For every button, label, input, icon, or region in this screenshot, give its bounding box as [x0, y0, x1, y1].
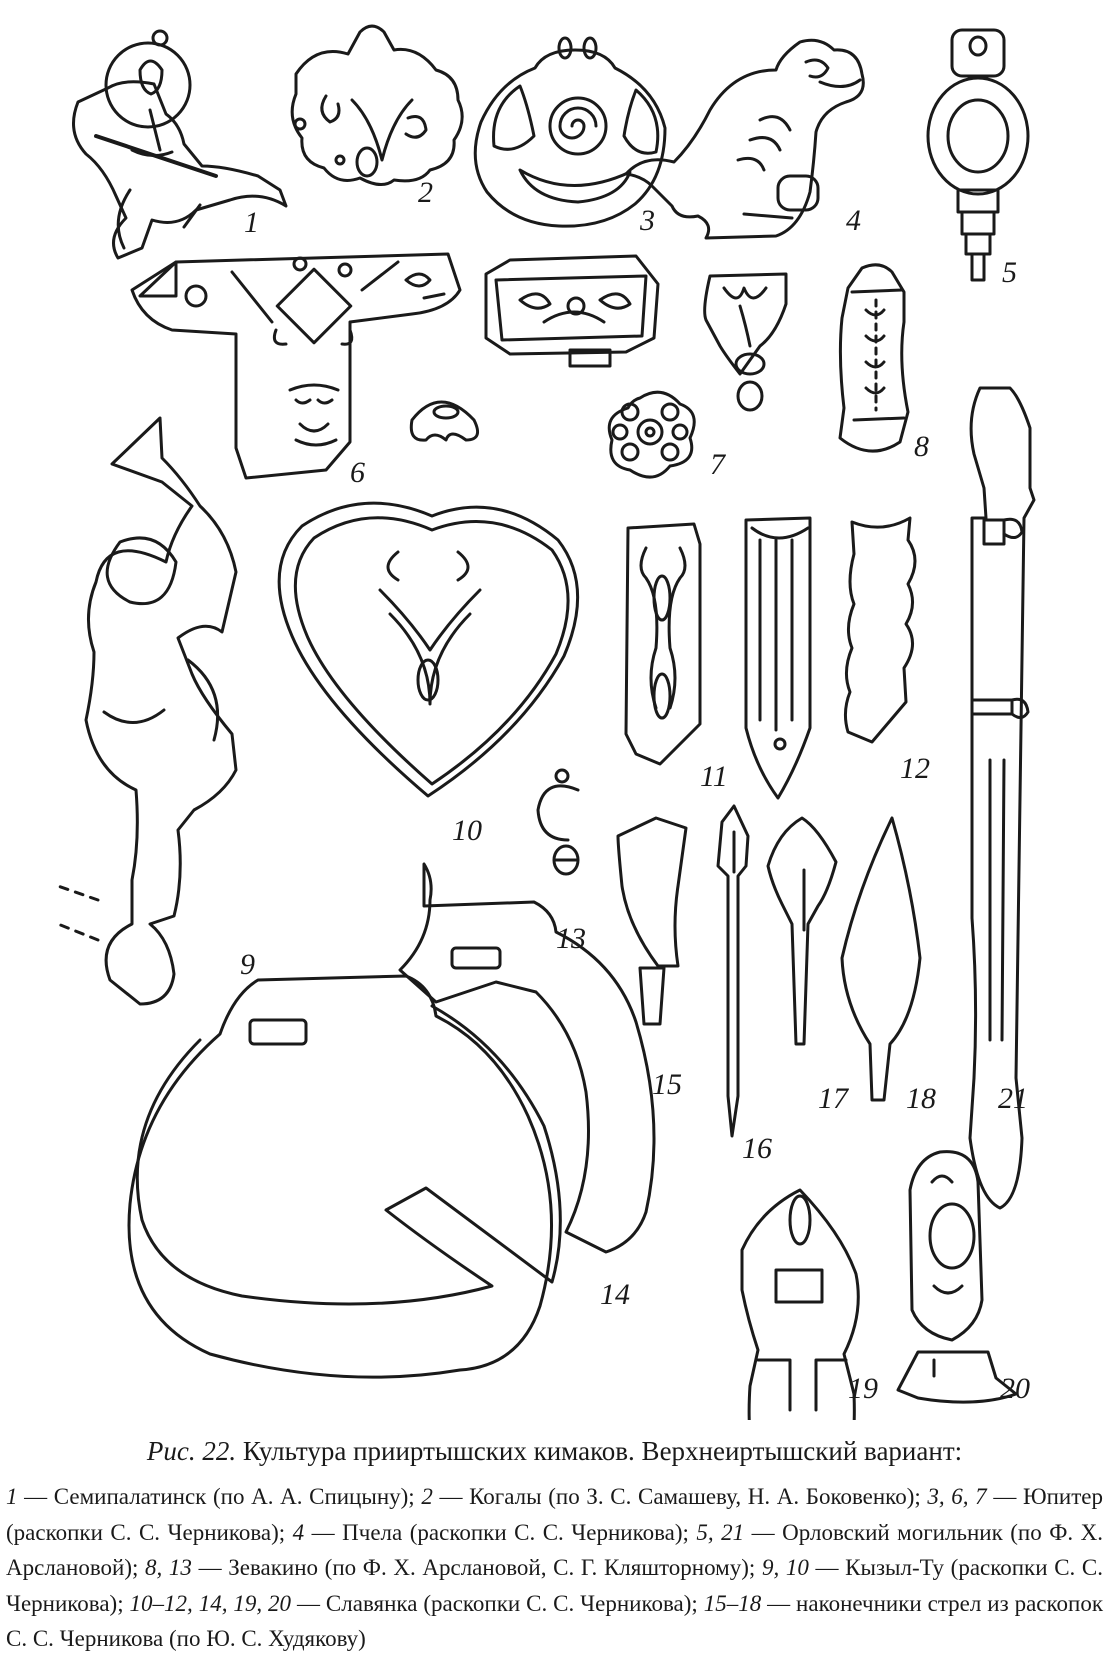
artifact-7-rosette	[607, 390, 696, 479]
figure-caption: Рис. 22. Культура прииртышских кимаков. …	[0, 1433, 1109, 1657]
artifact-15-arrowhead	[616, 816, 688, 1026]
figure-label: 19	[848, 1372, 878, 1405]
figure-label: 12	[900, 752, 930, 785]
caption-ref: 2	[421, 1484, 433, 1509]
figure-label: 1	[244, 206, 259, 239]
artifact-2-openwork-plaque	[290, 24, 464, 186]
caption-entry: — Орловский могильник (по Ф. Х. Арсланов…	[6, 1519, 1103, 1581]
figure-label: 11	[700, 760, 728, 793]
artifact-14-stirrup-back	[398, 862, 656, 1254]
artifact-drawings	[56, 24, 1036, 1420]
caption-title-text: Культура прииртышских кимаков. Верхнеирт…	[242, 1436, 963, 1466]
artifact-17-arrowhead	[766, 816, 838, 1046]
artifact-19-buckle	[740, 1188, 860, 1420]
caption-ref: 8, 13	[145, 1555, 192, 1580]
artifact-5-ring-pendant	[926, 28, 1030, 282]
artifact-9-hook	[56, 416, 238, 1006]
artifact-7-pendant	[703, 272, 788, 412]
artifact-6b-crescent	[409, 400, 480, 442]
caption-entry: — Славянка (раскопки С. С. Черникова);	[291, 1590, 704, 1616]
figure-label: 18	[906, 1082, 936, 1115]
caption-entry: — Семипалатинск (по А. А. Спицыну);	[17, 1484, 422, 1509]
caption-ref: 10–12, 14, 19, 20	[129, 1590, 292, 1616]
artifact-1-rider-plaque	[72, 29, 288, 260]
artifact-7-rect-plaque	[484, 254, 660, 368]
artifact-4-animal-plaque	[624, 38, 865, 240]
artifact-11b-grooved-strap-end	[744, 516, 812, 800]
artifact-21-sword	[968, 386, 1036, 1210]
artifact-12-strap-end	[843, 516, 917, 744]
artifact-16-arrowhead	[716, 804, 750, 1138]
caption-entry: — Зевакино (по Ф. Х. Арслановой, С. Г. К…	[191, 1555, 762, 1580]
caption-entry: — Юпитер (раскопки С. С. Черникова);	[6, 1484, 1103, 1545]
caption-title: Рис. 22. Культура прииртышских кимаков. …	[0, 1433, 1109, 1469]
artifact-6-t-plaque	[130, 252, 462, 480]
artifact-8-long-plaque	[838, 263, 910, 453]
figure-plate: 1 2 3 4 5 6 7 8 9 10 11 12 13 14 15 16 1…	[56, 24, 1036, 1420]
caption-ref: 9, 10	[761, 1555, 809, 1580]
figure-label: 3	[640, 204, 655, 237]
figure-label: 13	[556, 922, 586, 955]
caption-ref: 15–18	[703, 1590, 762, 1616]
caption-prefix: Рис. 22.	[146, 1436, 237, 1466]
caption-entry: — Кызыл-Ту (раскопки С. С. Черникова);	[6, 1555, 1104, 1616]
artifact-10-heart-plaque	[277, 501, 580, 798]
caption-ref: 4	[292, 1519, 305, 1545]
figure-label: 10	[452, 814, 482, 847]
figure-label: 9	[240, 948, 255, 981]
figure-label: 17	[818, 1082, 848, 1115]
artifact-14-stirrup-front	[127, 974, 562, 1379]
caption-ref: 3, 6, 7	[927, 1484, 987, 1509]
caption-entry: — Пчела (раскопки С. С. Черникова);	[304, 1519, 697, 1545]
artifact-20-ring-stand	[896, 1150, 1018, 1404]
figure-label: 7	[710, 448, 725, 481]
caption-ref: 1	[6, 1484, 18, 1509]
figure-label: 6	[350, 456, 365, 489]
figure-label: 20	[1000, 1372, 1030, 1405]
figure-label: 14	[600, 1278, 630, 1311]
figure-label: 8	[914, 430, 929, 463]
artifact-13-earring	[536, 768, 580, 876]
figure-label: 2	[418, 176, 433, 209]
caption-body: 1 — Семипалатинск (по А. А. Спицыну); 2 …	[6, 1479, 1103, 1657]
figure-label: 15	[652, 1068, 682, 1101]
figure-label: 16	[742, 1132, 772, 1165]
caption-entry: — Когалы (по З. С. Самашеву, Н. А. Боков…	[432, 1484, 928, 1509]
artifact-3-round-plaque	[473, 36, 667, 228]
artifact-18-arrowhead	[840, 816, 922, 1102]
figure-label: 21	[998, 1082, 1028, 1115]
figure-label: 5	[1002, 256, 1017, 289]
caption-ref: 5, 21	[696, 1519, 745, 1545]
artifact-11-strap-end	[624, 522, 702, 766]
figure-label: 4	[846, 204, 861, 237]
